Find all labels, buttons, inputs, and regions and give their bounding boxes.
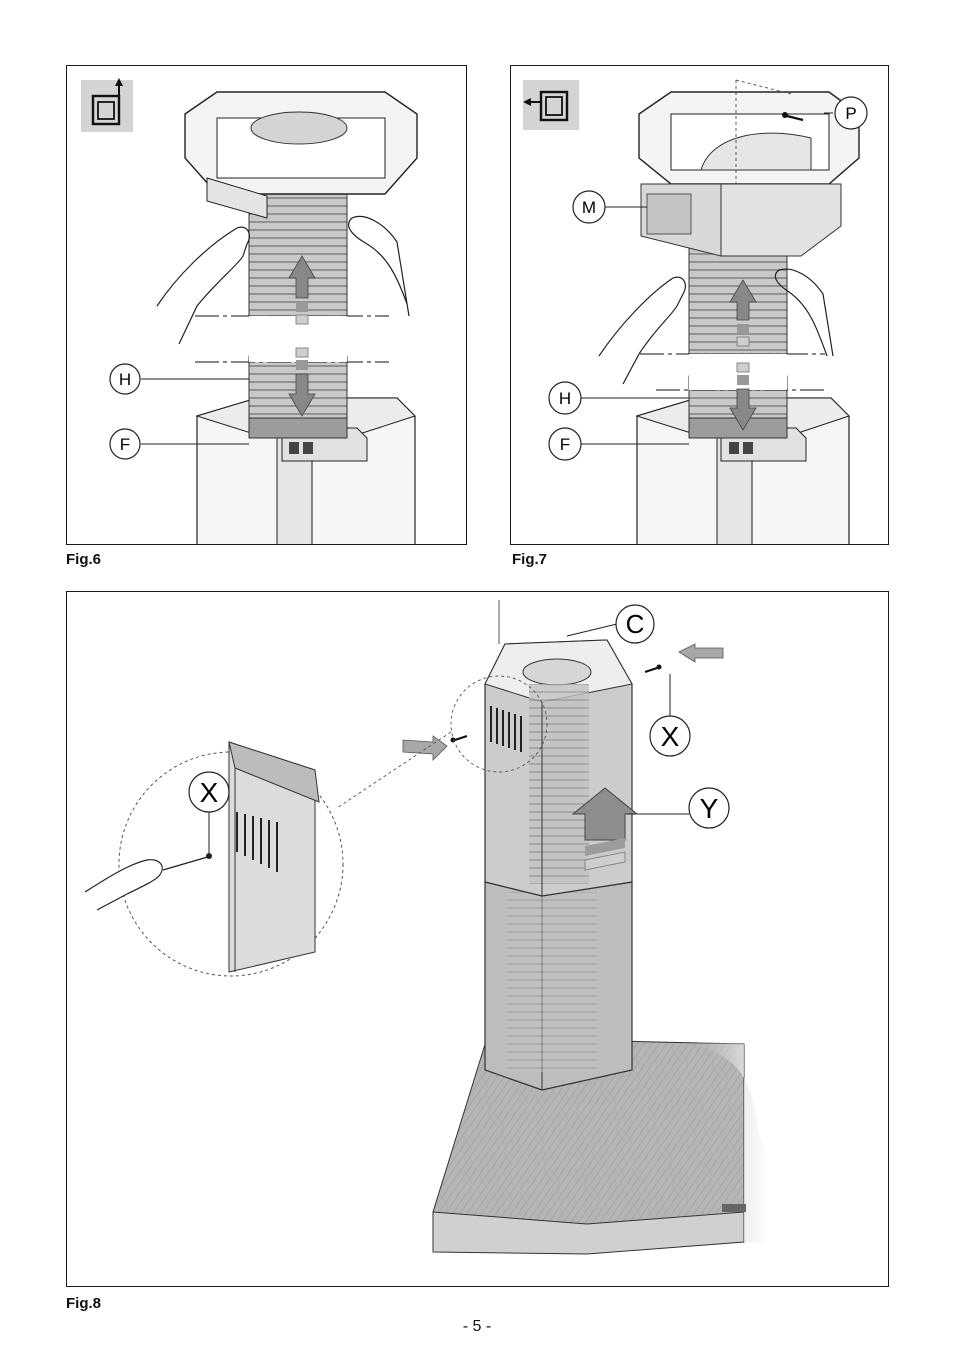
label-f: F xyxy=(560,435,570,454)
label-y: Y xyxy=(700,793,719,824)
duct-outlet-top-icon xyxy=(81,78,133,132)
screw-right xyxy=(645,665,662,673)
label-f: F xyxy=(120,435,130,454)
figure-8-illustration: C X Y X xyxy=(67,592,889,1287)
page-number: - 5 - xyxy=(0,1318,954,1336)
control-buttons xyxy=(722,1204,746,1212)
figure-8-panel: C X Y X xyxy=(66,591,889,1287)
arrow-left-top xyxy=(679,644,723,662)
label-x-detail: X xyxy=(200,777,219,808)
flange-f xyxy=(249,418,347,438)
figure-6-caption: Fig.6 xyxy=(66,551,101,568)
figure-7-illustration: P M H F xyxy=(511,66,889,545)
figure-6-illustration: H F xyxy=(67,66,467,545)
figure-7-panel: P M H F xyxy=(510,65,889,545)
figure-7-caption: Fig.7 xyxy=(512,551,547,568)
label-m: M xyxy=(582,198,596,217)
figure-8-caption: Fig.8 xyxy=(66,1295,101,1312)
label-c: C xyxy=(626,609,645,639)
screw-left xyxy=(451,736,468,743)
label-h: H xyxy=(119,370,131,389)
label-h: H xyxy=(559,389,571,408)
duct-outlet-side-icon xyxy=(523,80,579,130)
figure-6-panel: H F xyxy=(66,65,467,545)
label-p: P xyxy=(845,104,856,123)
chimney-lower xyxy=(485,882,632,1090)
label-x-top: X xyxy=(661,721,680,752)
air-outlet-box-m xyxy=(641,184,841,256)
